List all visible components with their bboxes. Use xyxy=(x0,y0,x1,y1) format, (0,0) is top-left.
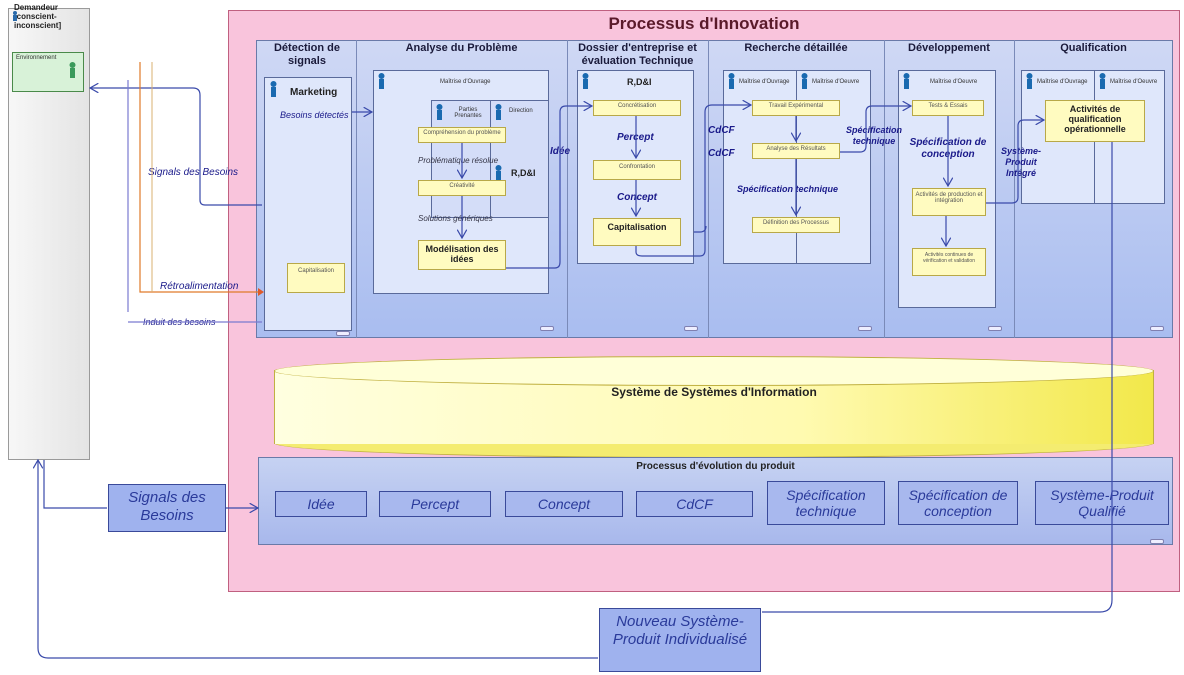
ssi-cylinder-top xyxy=(274,356,1154,386)
systeme-produit-integre-label: Système-Produit Intégré xyxy=(1000,146,1042,178)
column-divider xyxy=(708,40,709,338)
moa-label: Maîtrise d'Ouvrage xyxy=(440,79,491,85)
process-title: Processus d'Innovation xyxy=(608,14,800,33)
analyse-resultats-box[interactable]: Analyse des Résultats xyxy=(752,143,840,159)
column-divider xyxy=(356,40,357,338)
link-icon xyxy=(684,326,698,331)
signals-besoins-box[interactable]: Signals des Besoins xyxy=(108,484,226,532)
person-icon xyxy=(582,73,589,89)
moe-label: Maîtrise d'Oeuvre xyxy=(930,79,978,85)
ssi-label: Système de Systèmes d'Information xyxy=(611,385,817,399)
evolution-spec-technique[interactable]: Spécification technique xyxy=(767,481,885,525)
link-icon xyxy=(336,331,350,336)
moe-label: Maîtrise d'Oeuvre xyxy=(1110,79,1158,85)
person-icon xyxy=(270,81,277,97)
person-icon xyxy=(801,73,808,89)
person-icon xyxy=(378,73,385,89)
definition-processus-box[interactable]: Définition des Processus xyxy=(752,217,840,233)
creativite-box[interactable]: Créativité xyxy=(418,180,506,196)
person-icon xyxy=(1099,73,1106,89)
verification-validation-box[interactable]: Activités continues de vérification et v… xyxy=(912,248,986,276)
marketing-label: Marketing xyxy=(290,87,338,98)
solutions-label: Solutions génériques xyxy=(418,214,493,223)
link-icon xyxy=(1150,326,1164,331)
person-icon xyxy=(495,104,502,120)
lane-divider xyxy=(490,100,491,218)
nouveau-systeme-box[interactable]: Nouveau Système-Produit Individualisé xyxy=(599,608,761,672)
column-title-dossier: Dossier d'entreprise et évaluation Techn… xyxy=(578,42,697,67)
person-icon xyxy=(13,11,17,21)
concept-label: Concept xyxy=(617,192,657,203)
column-divider xyxy=(1014,40,1015,338)
production-integration-box[interactable]: Activités de production et intégration xyxy=(912,188,986,216)
capitalisation-box[interactable]: Capitalisation xyxy=(593,218,681,246)
qualification-operationnelle-box[interactable]: Activités de qualification opérationnell… xyxy=(1045,100,1145,142)
percept-label: Percept xyxy=(617,132,654,143)
besoins-detectes-label: Besoins détectés xyxy=(280,110,349,120)
evolution-cdcf[interactable]: CdCF xyxy=(636,491,753,517)
environnement-label: Environnement xyxy=(16,55,57,61)
retroalimentation-label: Rétroalimentation xyxy=(160,281,239,292)
column-divider xyxy=(884,40,885,338)
direction-label: Direction xyxy=(509,108,533,114)
column-title-qualification: Qualification xyxy=(1060,42,1127,54)
link-icon xyxy=(1150,539,1164,544)
column-title-detection: Détection de signals xyxy=(273,42,340,67)
cdcf-label: CdCF xyxy=(708,148,735,159)
confrontation-box[interactable]: Confrontation xyxy=(593,160,681,180)
person-icon xyxy=(1026,73,1033,89)
demandeur-title: Demandeur [conscient-inconscient] xyxy=(14,3,62,30)
modelisation-box[interactable]: Modélisation des idées xyxy=(418,240,506,270)
capitalisation-box[interactable]: Capitalisation xyxy=(287,263,345,293)
column-title-developpement: Développement xyxy=(908,42,990,54)
comprehension-box[interactable]: Compréhension du problème xyxy=(418,127,506,143)
person-icon xyxy=(69,62,76,78)
rdi-label: R,D&I xyxy=(627,77,652,87)
person-icon xyxy=(495,165,502,181)
specification-technique-flow-label: Spécification technique xyxy=(845,125,902,146)
column-divider xyxy=(567,40,568,338)
moa-label: Maîtrise d'Ouvrage xyxy=(739,79,790,85)
evolution-percept[interactable]: Percept xyxy=(379,491,491,517)
concretisation-box[interactable]: Concrétisation xyxy=(593,100,681,116)
link-icon xyxy=(988,326,1002,331)
evolution-title: Processus d'évolution du produit xyxy=(636,461,795,472)
specification-technique-label: Spécification technique xyxy=(737,184,839,194)
moe-label: Maîtrise d'Oeuvre xyxy=(812,79,860,85)
tests-essais-box[interactable]: Tests & Essais xyxy=(912,100,984,116)
person-icon xyxy=(728,73,735,89)
person-icon xyxy=(903,73,910,89)
evolution-spec-conception[interactable]: Spécification de conception xyxy=(898,481,1018,525)
signals-besoins-label: Signals des Besoins xyxy=(148,167,239,178)
moa-label: Maîtrise d'Ouvrage xyxy=(1037,79,1088,85)
link-icon xyxy=(540,326,554,331)
problematique-label: Problématique résolue xyxy=(418,156,499,165)
evolution-concept[interactable]: Concept xyxy=(505,491,623,517)
cdcf-label: CdCF xyxy=(708,125,735,136)
travail-experimental-box[interactable]: Travail Expérimental xyxy=(752,100,840,116)
evolution-idee[interactable]: Idée xyxy=(275,491,367,517)
rdi-label: R,D&I xyxy=(511,168,536,178)
link-icon xyxy=(858,326,872,331)
evolution-systeme-qualifie[interactable]: Système-Produit Qualifié xyxy=(1035,481,1169,525)
parties-prenantes-label: Parties Prenantes xyxy=(454,107,482,119)
column-title-recherche: Recherche détaillée xyxy=(744,42,848,54)
person-icon xyxy=(436,104,443,120)
column-title-analyse: Analyse du Problème xyxy=(405,42,518,54)
